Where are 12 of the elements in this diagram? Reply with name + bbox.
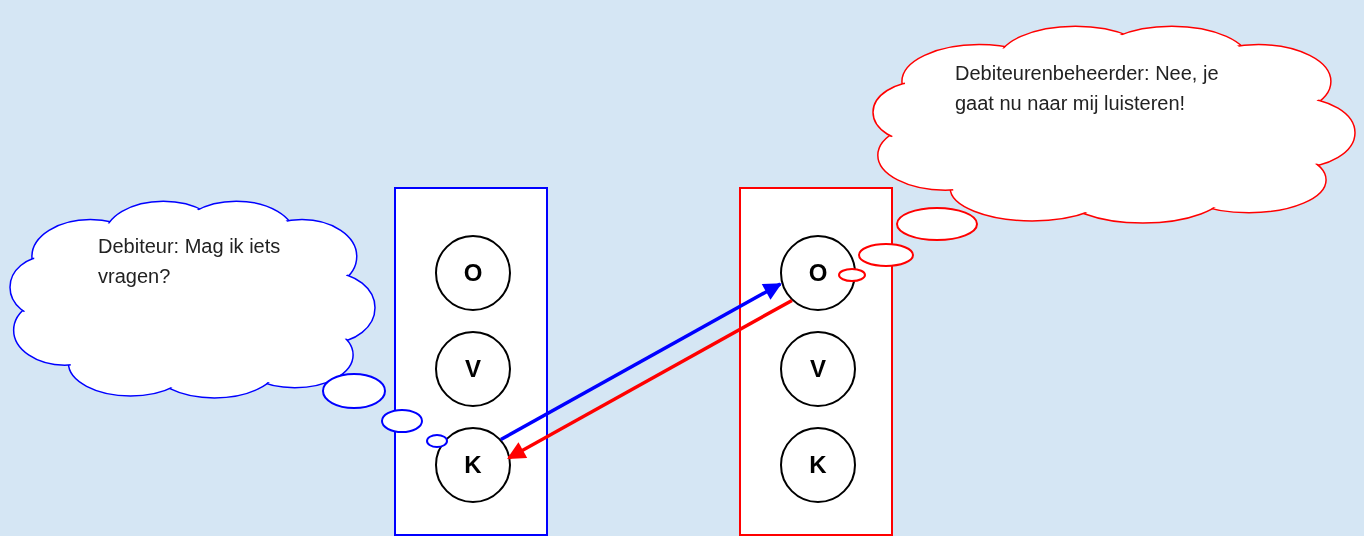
circle-letter: V (465, 355, 481, 383)
circle-letter: K (464, 451, 482, 479)
circle-letter: O (808, 259, 828, 287)
speech-text: Debiteur: Mag ik iets vragen? (98, 234, 282, 289)
panel-box (739, 187, 893, 536)
circle-letter: K (809, 451, 827, 479)
circle-letter: O (463, 259, 483, 287)
panel-box (394, 187, 548, 536)
speech-text: Debiteurenbeheerder: Nee, je gaat nu naar mij luisteren! (955, 61, 1220, 116)
arrow (507, 298, 793, 460)
arrow (500, 282, 782, 442)
circle-letter: V (810, 355, 826, 383)
